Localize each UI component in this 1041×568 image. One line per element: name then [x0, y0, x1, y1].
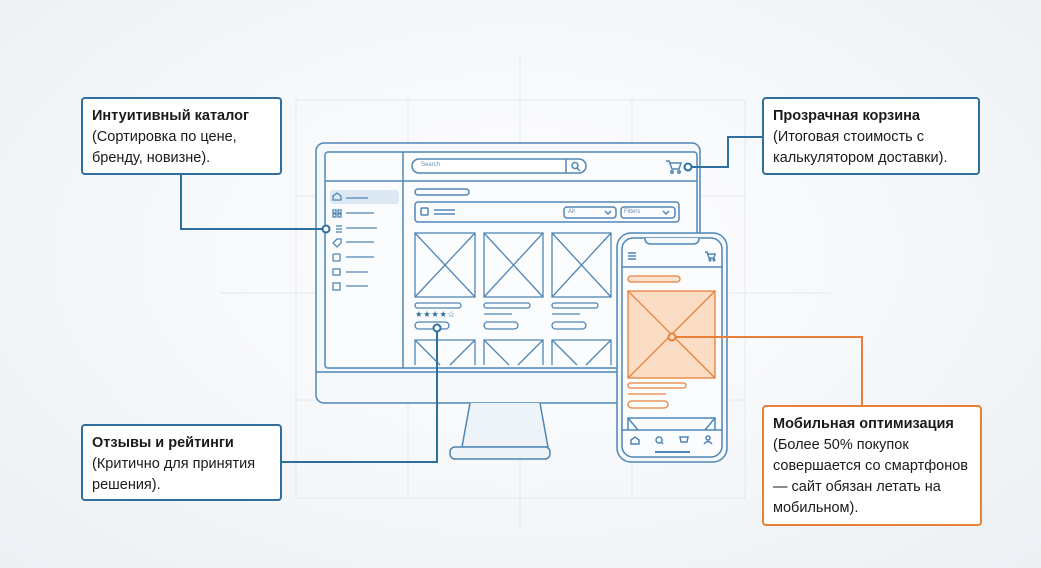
callout-reviews: Отзывы и рейтинги (Критично для принятия… [81, 424, 282, 501]
callout-title: Интуитивный каталог [92, 108, 250, 124]
callout-cart: Прозрачная корзина (Итоговая стоимость с… [762, 97, 980, 175]
connector-catalog [180, 175, 326, 230]
filter-all-dropdown[interactable]: All [568, 209, 575, 215]
callout-title: Мобильная оптимизация [773, 416, 954, 432]
product-grid [414, 232, 612, 366]
callout-mobile: Мобильная оптимизация (Более 50% покупок… [762, 405, 982, 526]
connector-mobile [672, 336, 863, 405]
filters-dropdown[interactable]: Filters [624, 209, 641, 215]
connector-cart [688, 136, 762, 168]
connector-reviews [282, 328, 438, 463]
callout-desc: (Итоговая стоимость с калькулятором дост… [773, 129, 948, 166]
connector-lines [180, 136, 863, 463]
sidebar-nav [332, 192, 377, 291]
callout-catalog: Интуитивный каталог (Сортировка по цене,… [81, 97, 282, 175]
callout-desc: (Критично для принятия решения). [92, 456, 256, 493]
search-input[interactable]: Search [421, 162, 441, 168]
callout-title: Прозрачная корзина [773, 108, 920, 124]
callout-desc: (Сортировка по цене, бренду, новизне). [92, 129, 237, 166]
callout-desc: (Более 50% покупок совершается со смартф… [773, 437, 968, 516]
callout-title: Отзывы и рейтинги [92, 435, 234, 451]
rating-stars: ★★★★☆ [415, 309, 456, 319]
desktop-monitor [315, 142, 701, 460]
